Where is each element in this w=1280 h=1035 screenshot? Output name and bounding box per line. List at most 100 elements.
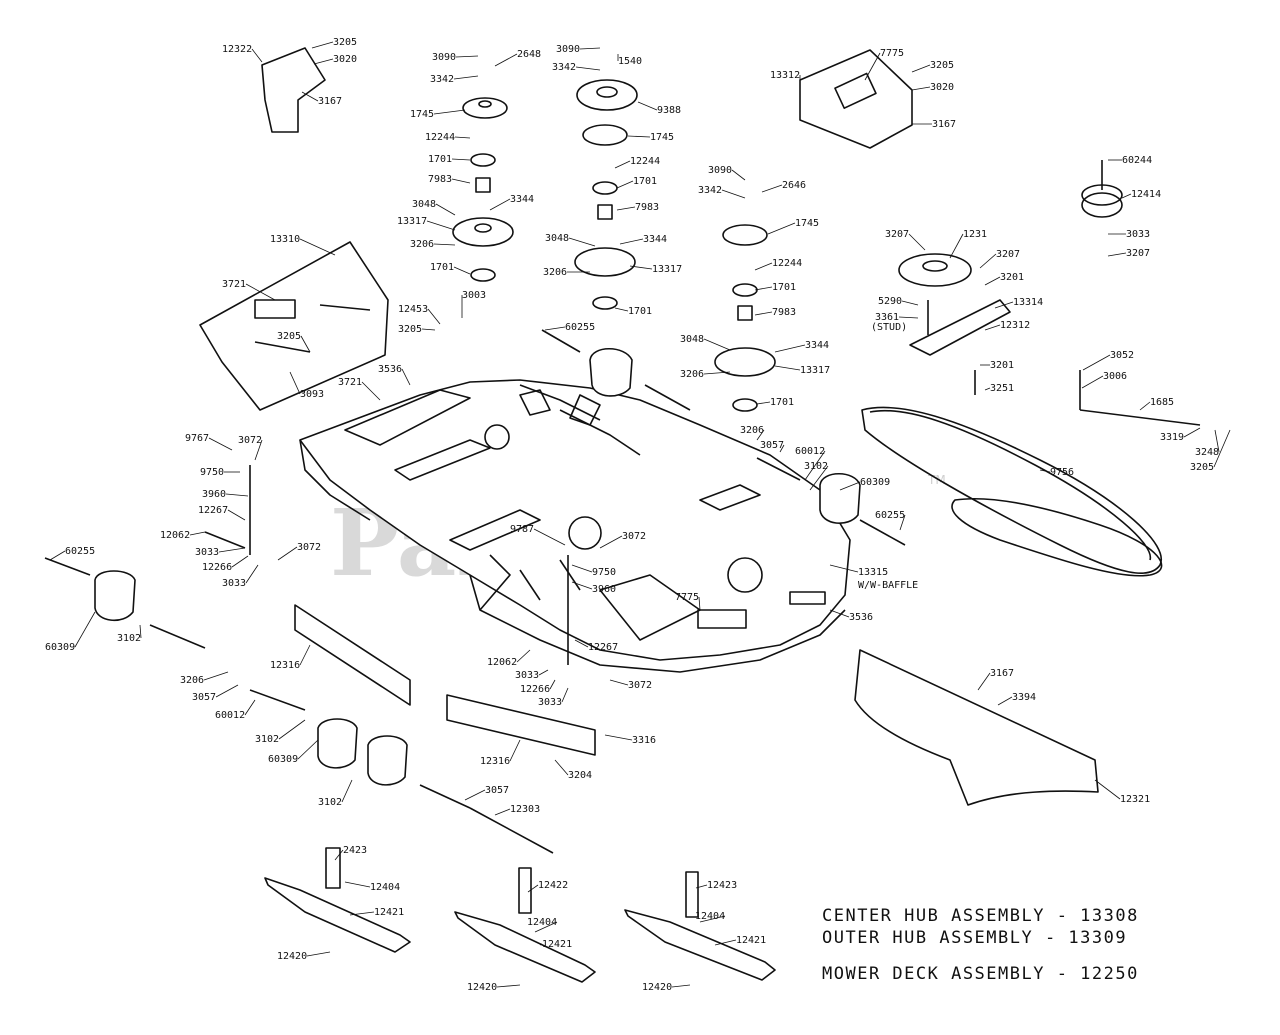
callout-part-number: 9756 (1050, 467, 1074, 478)
callout-part-number: 12414 (1131, 189, 1161, 200)
callout-part-number: 3721 (338, 377, 362, 388)
callout-leader (453, 266, 471, 275)
callout-leader (767, 222, 796, 235)
callout-leader (208, 437, 233, 451)
callout-leader (311, 41, 334, 49)
callout-part-number: 3201 (1000, 272, 1024, 283)
callout-part-number: 12420 (467, 982, 497, 993)
callout-leader (984, 324, 1001, 331)
callout-part-number: 2646 (782, 180, 806, 191)
mower-deck-assembly-label: MOWER DECK ASSEMBLY - 12250 (822, 964, 1139, 984)
callout-part-number: 12421 (374, 907, 404, 918)
callout-leader (277, 546, 298, 561)
callout-part-number: W/W-BAFFLE (858, 580, 918, 591)
callout-part-number: 3204 (568, 770, 592, 781)
callout-part-number: 3721 (222, 279, 246, 290)
callout-leader (571, 581, 593, 590)
callout-leader (244, 699, 256, 716)
callout-part-number: 1745 (795, 218, 819, 229)
callout-leader (554, 759, 569, 776)
callout-part-number: 12423 (707, 880, 737, 891)
callout-part-number: 3102 (804, 461, 828, 472)
callout-leader (334, 849, 344, 861)
callout-leader (756, 401, 771, 405)
callout-part-number: 3251 (990, 383, 1014, 394)
callout-leader (494, 808, 511, 816)
callout-part-number: 5290 (878, 296, 902, 307)
callout-leader (49, 550, 66, 561)
callout-leader (714, 939, 737, 946)
callout-leader (984, 276, 1001, 286)
callout-part-number: 1745 (410, 109, 434, 120)
callout-part-number: 3167 (990, 668, 1014, 679)
callout-part-number: 12420 (642, 982, 672, 993)
callout-leader (899, 514, 906, 531)
callout-part-number: 3057 (760, 440, 784, 451)
callout-leader (496, 984, 521, 988)
callout-leader (427, 308, 441, 325)
callout-part-number: 3072 (622, 531, 646, 542)
callout-part-number: 60012 (215, 710, 245, 721)
callout-leader (435, 203, 456, 216)
callout-part-number: 12404 (527, 917, 557, 928)
callout-part-number: 3072 (238, 435, 262, 446)
callout-part-number: 12420 (277, 951, 307, 962)
callout-leader (898, 316, 919, 319)
callout-leader (731, 169, 746, 181)
callout-part-number: 3033 (1126, 229, 1150, 240)
callout-leader (911, 64, 931, 73)
callout-part-number: 13314 (1013, 297, 1043, 308)
callout-part-number: 60012 (795, 446, 825, 457)
callout-leader (231, 555, 249, 568)
callout-leader (761, 184, 783, 193)
callout-part-number: 7983 (428, 174, 452, 185)
callout-part-number: 3020 (333, 54, 357, 65)
callout-leader (538, 669, 549, 676)
callout-leader (1183, 427, 1201, 438)
gauge-wheels (94, 348, 861, 786)
callout-part-number: 3033 (222, 578, 246, 589)
shafts-and-bolts (44, 160, 1201, 854)
mower-deck-shell (299, 379, 851, 673)
callout-leader (218, 547, 246, 553)
callout-leader (637, 101, 658, 111)
callout-leader (533, 528, 566, 546)
callout-part-number: 12062 (487, 657, 517, 668)
callout-leader (289, 371, 301, 395)
callout-part-number: 3205 (333, 37, 357, 48)
callout-leader (454, 136, 471, 139)
callout-part-number: 1701 (628, 306, 652, 317)
callout-leader (604, 734, 633, 741)
callout-leader (908, 233, 926, 251)
callout-part-number: 9750 (200, 467, 224, 478)
callout-part-number: 12244 (630, 156, 660, 167)
callout-leader (839, 481, 861, 491)
callout-part-number: 3205 (1190, 462, 1214, 473)
callout-leader (695, 884, 708, 889)
callout-leader (984, 387, 991, 391)
callout-leader (698, 596, 701, 611)
callout-leader (1039, 469, 1051, 473)
callout-leader (616, 180, 634, 189)
callout-leader (809, 465, 829, 491)
callout-part-number: 1540 (618, 56, 642, 67)
callout-leader (539, 943, 543, 946)
callout-leader (1213, 429, 1231, 468)
callout-leader (1081, 375, 1104, 389)
callout-part-number: 3093 (300, 389, 324, 400)
callout-leader (251, 48, 263, 63)
callout-leader (453, 75, 479, 80)
callout-leader (313, 58, 334, 65)
callout-part-number: 2648 (517, 49, 541, 60)
callout-leader (509, 739, 521, 762)
callout-leader (616, 206, 636, 211)
callout-leader (527, 884, 539, 893)
callout-leader (571, 564, 593, 573)
callout-part-number: 3048 (412, 199, 436, 210)
belt-cover-13312 (799, 49, 913, 149)
callout-leader (997, 696, 1013, 706)
callout-part-number: 60255 (875, 510, 905, 521)
callout-part-number: 3206 (740, 425, 764, 436)
callout-part-number: 60244 (1122, 155, 1152, 166)
belt-cover-12322 (261, 47, 326, 133)
